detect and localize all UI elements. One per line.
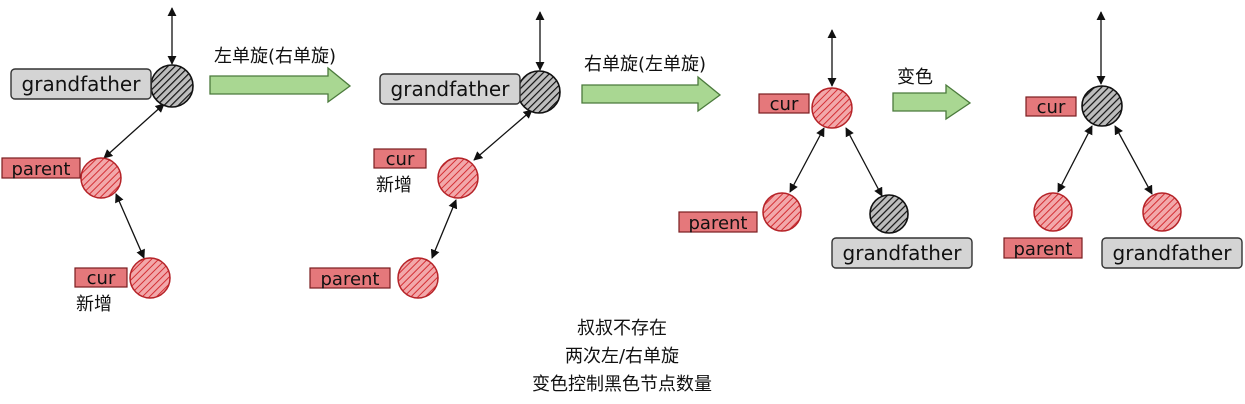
node-parent (1033, 192, 1073, 232)
step-1-label: 左单旋(右单旋) (214, 46, 336, 67)
edge-cur-parent (430, 199, 458, 259)
svg-text:grandfather: grandfather (22, 72, 142, 96)
panel-2: grandfather cur 新增 parent (309, 11, 561, 299)
node-grandfather (1142, 192, 1182, 232)
panel-3: cur parent grandfather (678, 29, 973, 269)
node-cur (1081, 85, 1123, 127)
svg-text:cur: cur (1037, 97, 1066, 118)
edge-cur-parent (1057, 125, 1093, 193)
tag-cur: cur (758, 93, 810, 115)
label-new-node: 新增 (376, 175, 412, 196)
step-2: 右单旋(左单旋) (581, 54, 722, 113)
step-2-arrow (581, 75, 722, 113)
edge-cur-grandfather (845, 127, 883, 197)
svg-text:grandfather: grandfather (391, 77, 511, 101)
node-grandfather (869, 194, 909, 234)
step-1-arrow (209, 66, 352, 104)
tag-grandfather: grandfather (831, 237, 973, 269)
tag-parent: parent (309, 267, 391, 290)
node-grandfather (150, 64, 194, 108)
edge-gf-cur (473, 109, 533, 161)
node-parent (762, 192, 802, 232)
step-3: 变色 (892, 67, 972, 121)
node-grandfather (517, 70, 561, 114)
tag-grandfather: grandfather (10, 68, 152, 100)
tag-cur: cur (373, 148, 427, 170)
edge-cur-parent (789, 127, 825, 193)
svg-text:cur: cur (770, 94, 799, 115)
node-cur (129, 257, 171, 299)
step-1: 左单旋(右单旋) (209, 46, 352, 104)
edge-parent-cur (115, 193, 145, 259)
caption-line-1: 叔叔不存在 (577, 318, 667, 339)
node-parent (397, 257, 439, 299)
panel-4: cur parent grandfather (1003, 11, 1243, 269)
node-parent (80, 157, 122, 199)
svg-text:parent: parent (11, 159, 70, 180)
svg-text:parent: parent (320, 269, 379, 290)
svg-text:cur: cur (386, 149, 415, 170)
edge-gf-parent (103, 103, 165, 159)
node-cur (811, 87, 853, 129)
tag-cur: cur (74, 267, 128, 289)
tag-parent: parent (678, 211, 758, 234)
step-3-label: 变色 (897, 67, 933, 88)
tag-parent: parent (1003, 237, 1083, 260)
svg-text:grandfather: grandfather (843, 241, 963, 265)
caption: 叔叔不存在 两次左/右单旋 变色控制黑色节点数量 (532, 318, 712, 395)
caption-line-2: 两次左/右单旋 (565, 346, 679, 367)
label-new-node: 新增 (76, 294, 112, 315)
svg-text:parent: parent (1013, 239, 1072, 260)
svg-text:parent: parent (688, 213, 747, 234)
caption-line-3: 变色控制黑色节点数量 (532, 374, 712, 395)
tag-parent: parent (1, 157, 81, 180)
tag-grandfather: grandfather (1101, 237, 1243, 269)
step-2-label: 右单旋(左单旋) (584, 54, 706, 75)
panel-1: grandfather parent cur 新增 (1, 7, 194, 315)
svg-text:cur: cur (87, 268, 116, 289)
edge-cur-grandfather (1114, 125, 1153, 195)
step-3-arrow (892, 83, 972, 121)
node-cur (437, 157, 479, 199)
tag-grandfather: grandfather (379, 73, 521, 105)
tag-cur: cur (1025, 96, 1077, 118)
svg-text:grandfather: grandfather (1113, 241, 1233, 265)
